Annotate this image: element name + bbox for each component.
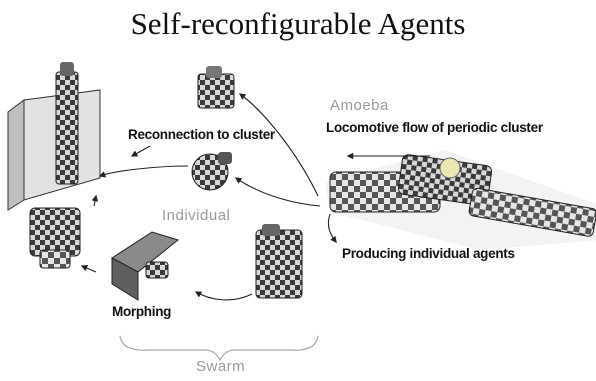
left-cluster-icon xyxy=(29,207,81,269)
morphing-label: Morphing xyxy=(112,304,172,319)
plate-icon xyxy=(111,231,180,301)
swarm-cluster-icon xyxy=(255,224,303,299)
page-title: Self-reconfigurable Agents xyxy=(130,6,466,41)
amoeba-label: Amoeba xyxy=(330,97,389,114)
wall-panel-icon xyxy=(7,89,101,211)
swarm-brace xyxy=(119,335,319,362)
arrow-icon xyxy=(80,93,430,301)
vertical-cluster-icon xyxy=(55,62,79,185)
reconnection-label: Reconnection to cluster xyxy=(128,127,275,142)
producing-label: Producing individual agents xyxy=(342,246,515,261)
amoeba-cluster-icon xyxy=(325,150,596,250)
locomotive-label: Locomotive flow of periodic cluster xyxy=(326,120,543,135)
individual-agent-icon xyxy=(191,152,232,191)
individual-label: Individual xyxy=(162,207,231,224)
reconnection-cluster-icon xyxy=(197,66,235,109)
swarm-label: Swarm xyxy=(196,358,246,375)
